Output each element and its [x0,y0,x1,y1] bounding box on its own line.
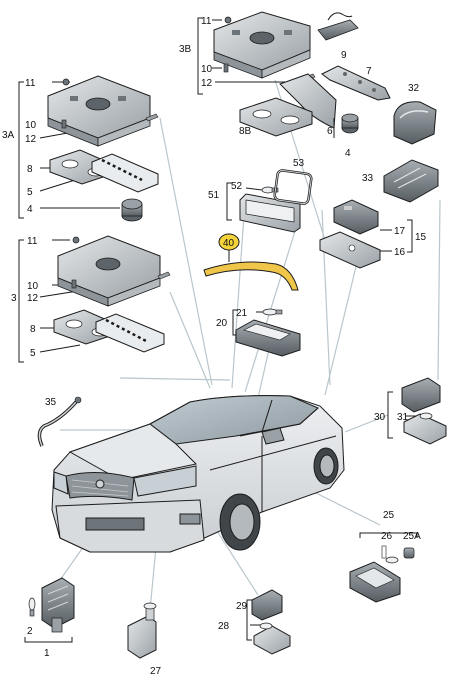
label-25A: 25A [403,531,421,542]
label-2: 2 [27,626,33,637]
label-5-top: 5 [27,187,33,198]
module-32 [393,101,437,145]
label-31: 31 [397,412,409,423]
label-25: 25 [383,510,395,521]
label-40: 40 [223,238,235,249]
label-29: 29 [236,601,248,612]
bulb-icon [28,597,36,617]
label-9: 9 [341,50,347,61]
clip-icon [72,236,80,244]
switch-1 [41,577,75,633]
trim-strip-7 [321,65,391,101]
lamp-28 [251,589,291,655]
bulb-icon [262,308,283,316]
boot-lamp-25 [349,561,401,603]
cap-6 [341,113,359,134]
label-3B: 3B [179,44,192,55]
label-11-3B: 11 [201,16,212,27]
label-10-3: 10 [27,281,39,292]
highlight-badge-40 [218,233,240,262]
lens-16 [319,231,381,269]
screw-icon [157,271,171,280]
clip-icon [224,16,232,24]
label-15: 15 [415,232,427,243]
label-8B: 8B [239,126,252,137]
clip-icon [62,78,70,86]
reading-lamp-51 [239,193,301,233]
cover-5-mid [95,313,165,353]
label-7: 7 [366,66,372,77]
roof-module-3B [213,11,311,79]
bulb-icon [419,412,433,420]
roof-module-3A [47,75,151,147]
label-16: 16 [394,247,406,258]
door-lamp-20 [235,319,301,357]
label-33: 33 [362,173,374,184]
label-3A: 3A [2,130,15,141]
label-35: 35 [45,397,57,408]
label-27: 27 [150,666,162,677]
car-body [51,395,345,553]
cap-4-top [121,198,143,222]
roof-module-3 [57,235,161,307]
label-4-top-right: 4 [345,148,351,159]
label-53: 53 [293,158,305,169]
screw-icon [61,119,67,129]
label-10-3A: 10 [25,120,37,131]
label-10-3B: 10 [201,64,213,75]
label-3: 3 [11,293,17,304]
trim-strip-40 [203,261,299,291]
lens-8B [239,97,313,137]
label-21: 21 [236,308,248,319]
cover-5-top [91,153,159,193]
label-26: 26 [381,531,393,542]
label-12-3: 12 [27,293,39,304]
bulb-icon [259,622,273,630]
labels: 11 10 12 3B 9 7 32 8B 6 4 11 3A 10 12 8 … [2,16,427,677]
label-6: 6 [327,126,333,137]
connector-25A [403,547,415,559]
screw-icon [223,63,229,73]
switch-module-33 [383,159,439,203]
label-5-mid: 5 [30,348,36,359]
label-12-3A: 12 [25,134,37,145]
label-11-3: 11 [27,236,38,247]
label-51: 51 [208,190,220,201]
label-8-top: 8 [27,164,33,175]
bracket-27 [127,602,157,659]
frame-53 [273,169,313,205]
screw-icon [145,113,159,122]
label-11-3A: 11 [25,78,36,89]
lamp-30 [401,377,447,445]
label-12-3B: 12 [201,78,213,89]
label-52: 52 [231,181,243,192]
headliner-panel [279,73,337,138]
switch-9 [317,12,359,41]
bulb-icon [381,545,399,564]
screw-icon [71,279,77,289]
label-1: 1 [44,648,50,659]
switch-17 [333,199,379,235]
label-17: 17 [394,226,406,237]
cable-35 [37,396,82,447]
label-28: 28 [218,621,230,632]
label-8-mid: 8 [30,324,36,335]
label-20: 20 [216,318,228,329]
label-30: 30 [374,412,386,423]
label-4-top-left: 4 [27,204,33,215]
label-32: 32 [408,83,420,94]
